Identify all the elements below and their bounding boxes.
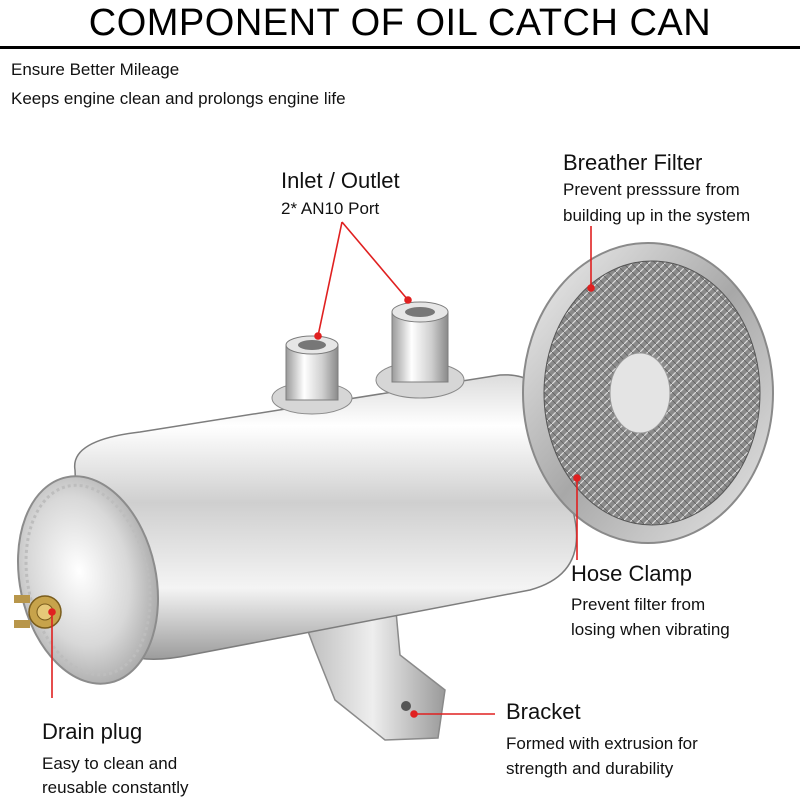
can-body	[16, 374, 578, 685]
hose-clamp-desc-line1: Prevent filter from	[571, 595, 706, 614]
page-title: COMPONENT OF OIL CATCH CAN	[88, 1, 712, 44]
callout-leader-lines	[48, 221, 595, 718]
drain-plug-title: Drain plug	[42, 719, 143, 744]
hose-clamp-title: Hose Clamp	[571, 561, 693, 586]
inlet-outlet-desc: 2* AN10 Port	[281, 199, 380, 218]
bracket-title: Bracket	[506, 699, 581, 724]
breather-filter-desc-line2: building up in the system	[563, 206, 751, 225]
bracket-part	[298, 599, 446, 741]
bracket-desc-line2: strength and durability	[506, 759, 674, 778]
tagline-mileage: Ensure Better Mileage	[11, 60, 180, 79]
inlet-outlet-title: Inlet / Outlet	[281, 168, 400, 193]
tagline-engine-life: Keeps engine clean and prolongs engine l…	[11, 89, 346, 108]
breather-filter-title: Breather Filter	[563, 150, 703, 175]
breather-filter-part	[522, 242, 774, 544]
an10-fitting-right	[375, 301, 465, 399]
drain-plug-desc-line2: reusable constantly	[42, 778, 189, 797]
an10-fitting-left	[271, 335, 353, 415]
breather-filter-desc-line1: Prevent presssure from	[563, 180, 740, 199]
hose-clamp-desc-line2: losing when vibrating	[571, 620, 730, 639]
bracket-desc-line1: Formed with extrusion for	[506, 734, 698, 753]
page-title-bar: COMPONENT OF OIL CATCH CAN	[0, 0, 800, 46]
drain-plug-desc-line1: Easy to clean and	[42, 754, 178, 773]
drain-plug-part	[14, 595, 62, 629]
title-divider	[0, 46, 800, 49]
